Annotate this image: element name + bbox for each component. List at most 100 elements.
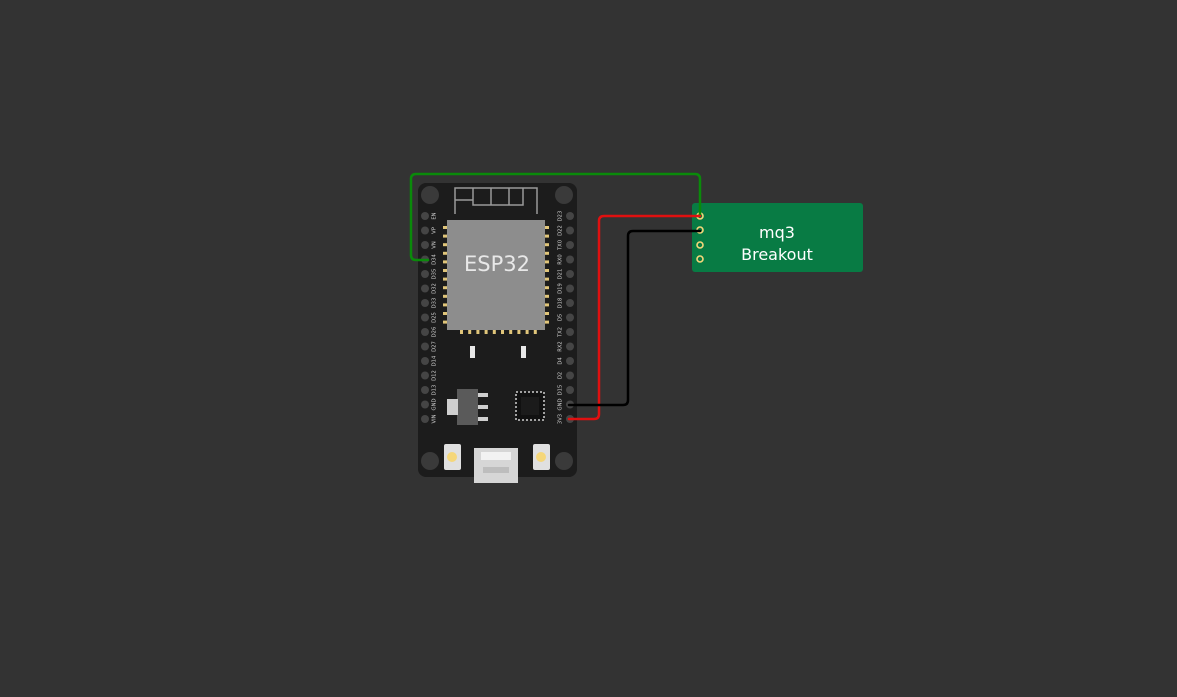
chip-pad (443, 320, 448, 324)
pin-right-rx2[interactable] (566, 342, 574, 351)
left-pin-header: ENVPVND34D35D32D33D25D26D27D14D12D13GNDV… (421, 212, 438, 423)
chip-pad (443, 234, 448, 238)
wire-d34-to-mq3[interactable] (409, 172, 702, 262)
smd-resistor (470, 346, 475, 358)
pin-label-right-d22: D22 (558, 225, 564, 236)
pin-label-left-d25: D25 (432, 312, 438, 323)
wire-gnd-to-mq3[interactable] (567, 229, 702, 407)
pin-label-right-3v3: 3V3 (558, 414, 564, 424)
mq3-pin-4[interactable] (696, 255, 704, 263)
chip-pad (544, 226, 549, 229)
chip-pad (544, 294, 549, 298)
pin-left-d32[interactable] (421, 284, 429, 293)
pin-right-tx0[interactable] (566, 241, 574, 249)
esp32-chip (447, 220, 545, 330)
pin-right-d4[interactable] (566, 357, 574, 365)
mq3-pcb (692, 203, 863, 272)
pin-label-left-d32: D32 (432, 283, 438, 294)
chip-pad (476, 329, 480, 334)
pin-label-right-d2: D2 (558, 372, 564, 379)
chip-pad (533, 329, 537, 334)
chip-pad (544, 269, 549, 272)
chip-pad (484, 329, 488, 334)
pin-left-d27[interactable] (421, 342, 429, 351)
en-button[interactable] (444, 444, 461, 470)
pin-label-right-tx0: TX0 (558, 240, 564, 251)
chip-pad (501, 329, 504, 334)
pin-right-rx0[interactable] (566, 255, 574, 264)
micro-usb-connector (474, 448, 518, 483)
chip-pad (544, 286, 549, 290)
boot-button[interactable] (533, 444, 550, 470)
chip-pad (525, 329, 529, 334)
pin-left-vn[interactable] (421, 241, 429, 249)
pin-left-d13[interactable] (421, 386, 429, 394)
usb-uart-chip (515, 391, 545, 421)
mq3-subtitle: Breakout (741, 245, 813, 264)
chip-pad (443, 243, 448, 247)
pin-label-right-d21: D21 (558, 269, 564, 280)
wire-3v3-to-mq3[interactable] (567, 214, 702, 421)
chip-pad (544, 234, 549, 238)
mounting-hole (555, 186, 573, 204)
pin-label-left-d27: D27 (432, 341, 438, 352)
pin-left-gnd[interactable] (421, 400, 429, 409)
chip-pad (544, 320, 549, 324)
pin-label-left-d34: D34 (432, 254, 438, 265)
chip-pad (443, 312, 448, 315)
smd-resistor (521, 346, 526, 358)
chip-pad (443, 260, 448, 264)
pin-left-d25[interactable] (421, 313, 429, 322)
pin-left-d33[interactable] (421, 299, 429, 307)
pin-label-left-d26: D26 (432, 327, 438, 338)
chip-pad (443, 277, 448, 281)
voltage-regulator (447, 389, 488, 425)
chip-pad (443, 286, 448, 290)
chip-pad (492, 329, 496, 334)
pin-right-d21[interactable] (566, 270, 574, 278)
pin-label-right-d18: D18 (558, 298, 564, 309)
chip-pad (460, 329, 463, 334)
pin-right-tx2[interactable] (566, 328, 574, 336)
pin-label-right-gnd: GND (558, 399, 564, 411)
mq3-breakout-board[interactable]: mq3 Breakout (692, 203, 863, 272)
chip-pad (517, 329, 521, 334)
chip-pad (544, 251, 549, 255)
pin-left-en[interactable] (421, 212, 429, 220)
pin-left-vp[interactable] (421, 226, 429, 235)
pin-left-d35[interactable] (421, 270, 429, 278)
pin-left-d26[interactable] (421, 328, 429, 336)
pin-label-right-d23: D23 (558, 211, 564, 222)
mounting-hole (555, 452, 573, 470)
pin-left-d12[interactable] (421, 371, 429, 380)
pin-right-d19[interactable] (566, 284, 574, 293)
pin-label-left-d12: D12 (432, 370, 438, 381)
pin-label-left-d35: D35 (432, 269, 438, 280)
pin-label-left-d33: D33 (432, 298, 438, 309)
esp32-board[interactable]: ESP32 EN (418, 183, 577, 483)
pin-left-vin[interactable] (421, 415, 429, 423)
pin-right-d5[interactable] (566, 313, 574, 322)
pin-label-right-d19: D19 (558, 283, 564, 294)
chip-pads (443, 226, 549, 334)
chip-pad (443, 294, 448, 298)
pin-label-left-vn: VN (432, 241, 438, 249)
mq3-pin-3[interactable] (696, 241, 704, 249)
pin-label-left-d14: D14 (432, 355, 438, 366)
pin-label-right-rx2: RX2 (558, 341, 564, 351)
chip-pad (443, 269, 448, 272)
chip-pad (468, 329, 472, 334)
pin-right-d15[interactable] (566, 386, 574, 394)
pin-right-d22[interactable] (566, 226, 574, 235)
pin-label-left-vp: VP (432, 227, 438, 234)
chip-pad (443, 226, 448, 229)
mounting-hole (421, 186, 439, 204)
pin-right-d18[interactable] (566, 299, 574, 307)
pin-right-d2[interactable] (566, 371, 574, 380)
pin-right-d23[interactable] (566, 212, 574, 220)
pin-label-left-en: EN (432, 212, 438, 219)
pin-left-d14[interactable] (421, 357, 429, 365)
pin-label-left-d13: D13 (432, 385, 438, 396)
chip-pad (544, 260, 549, 264)
